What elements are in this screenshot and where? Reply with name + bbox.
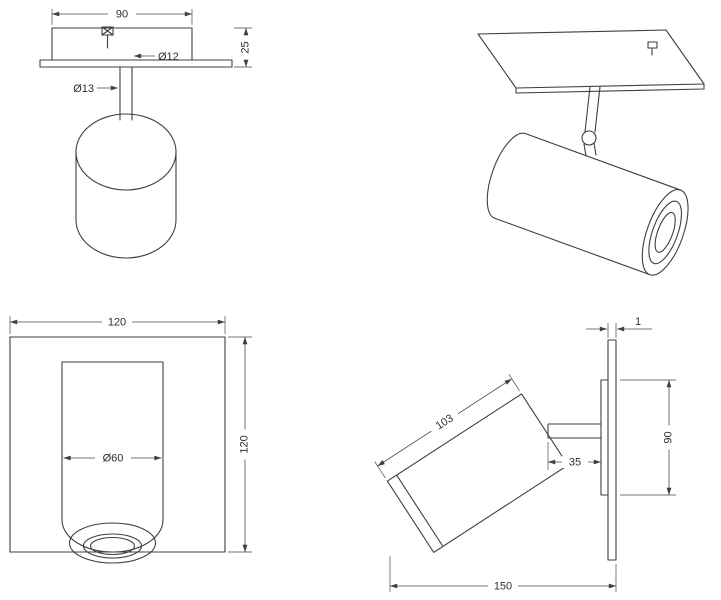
screw-icon	[101, 26, 114, 49]
canopy-outline	[51, 27, 193, 61]
head-front-ring	[648, 200, 683, 265]
dim-arm-length: 35	[547, 442, 601, 470]
wall-plate-outline	[607, 339, 617, 561]
view-wall-side: 103 1 35 90	[374, 316, 676, 593]
head-perspective	[486, 132, 689, 276]
backplate-outline	[9, 336, 226, 553]
round-backplate-edge	[600, 379, 609, 496]
head-tilted: 103	[374, 374, 569, 553]
dim-canopy-width: 90	[51, 8, 193, 25]
dim-label-25: 25	[240, 41, 252, 53]
dim-label-o60: Ø60	[103, 453, 124, 465]
cylinder-outline	[61, 361, 164, 553]
dim-label-120-height: 120	[239, 435, 251, 453]
dim-label-90: 90	[116, 9, 128, 21]
head-back-cap	[486, 132, 527, 219]
screw-icon	[647, 41, 658, 56]
stem-outline	[119, 66, 133, 121]
ceiling-plate-outline	[39, 59, 233, 68]
dim-plate-width: 120	[9, 316, 226, 334]
dim-label-90-vert: 90	[663, 431, 675, 443]
head-rim-line	[396, 474, 444, 547]
dim-hole-diameter: Ø13	[73, 83, 118, 95]
cylinder-lens-outer	[82, 533, 143, 559]
arm-outline	[547, 423, 602, 439]
dim-head-diameter: Ø60	[63, 452, 162, 465]
dim-label-o12: Ø12	[158, 51, 179, 63]
dim-label-o13: Ø13	[73, 83, 94, 95]
view-perspective	[477, 29, 705, 276]
head-lens-ring	[654, 211, 676, 253]
head-body-outline	[75, 151, 177, 259]
cylinder-bottom-rim	[68, 522, 157, 564]
dim-plate-height: 120	[228, 336, 252, 553]
plate-thickness-edge	[515, 83, 705, 94]
head-top-rim	[75, 113, 177, 191]
dim-stem-diameter: Ø12	[134, 51, 179, 63]
dim-total-projection: 150	[389, 556, 617, 593]
dim-label-35: 35	[569, 457, 581, 469]
dim-plate-thickness: 1	[586, 316, 652, 338]
view-ceiling-side: 90 Ø12 Ø13 25	[39, 8, 252, 259]
dim-label-1: 1	[635, 316, 641, 328]
joint-knuckle	[581, 130, 597, 146]
head-front-face	[641, 189, 689, 276]
cylinder-lens-inner	[89, 536, 136, 556]
dim-backplate-height: 90	[620, 379, 676, 496]
dim-label-150: 150	[494, 581, 512, 593]
joint-fork	[583, 142, 597, 157]
stem-perspective	[584, 86, 601, 133]
plate-perspective-outline	[477, 29, 705, 89]
dim-canopy-height: 25	[234, 27, 252, 68]
view-front: 120 120 Ø60	[9, 316, 252, 564]
head-body-outline	[386, 393, 569, 553]
dim-label-120-width: 120	[108, 317, 126, 329]
